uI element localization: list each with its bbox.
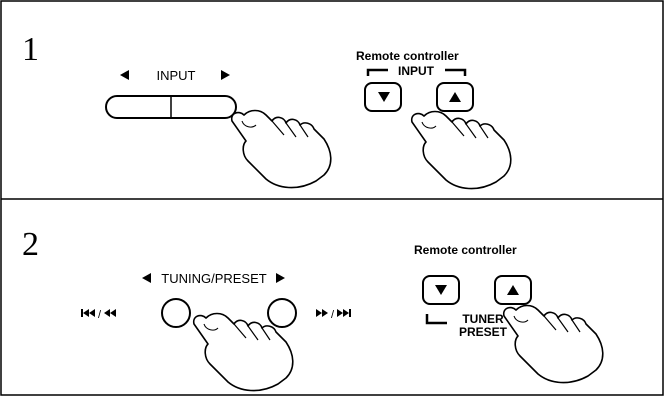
input-panel-label: INPUT	[157, 68, 196, 83]
hand-pointer-icon	[410, 110, 512, 190]
tuning-down-button[interactable]	[161, 298, 191, 328]
step-1: 1 INPUT Remote controller INPUT	[22, 31, 512, 190]
up-triangle-icon	[449, 92, 461, 102]
right-arrow-icon	[276, 273, 285, 283]
remote-1-bracket-left	[366, 68, 388, 76]
remote-1-label: INPUT	[398, 64, 435, 78]
tuning-panel-label: TUNING/PRESET	[161, 271, 267, 286]
remote-2-title: Remote controller	[414, 243, 517, 257]
remote-1-title: Remote controller	[356, 49, 459, 63]
step-1-number: 1	[22, 31, 39, 68]
tuning-up-button[interactable]	[267, 298, 297, 328]
up-triangle-icon	[507, 285, 519, 295]
svg-text:/: /	[331, 309, 335, 321]
input-panel-control: INPUT	[105, 68, 237, 119]
right-arrow-icon	[221, 70, 230, 80]
remote-2-label-tuner: TUNER	[462, 312, 504, 326]
remote-2-label-preset: PRESET	[459, 325, 508, 339]
svg-text:/: /	[98, 309, 102, 321]
left-arrow-icon	[120, 70, 129, 80]
remote-2: Remote controller TUNER PRESET	[414, 243, 532, 339]
skip-back-icon: /	[81, 309, 116, 321]
step-2: 2 TUNING/PRESET / /	[22, 226, 604, 392]
tuning-panel-control: TUNING/PRESET / /	[81, 271, 351, 328]
hand-pointer-icon	[502, 304, 604, 384]
step-2-number: 2	[22, 226, 39, 263]
down-triangle-icon	[435, 285, 447, 295]
remote-1: Remote controller INPUT	[356, 49, 474, 112]
left-arrow-icon	[142, 273, 151, 283]
hand-pointer-icon	[230, 109, 332, 189]
remote-2-bracket	[425, 314, 447, 325]
down-triangle-icon	[378, 92, 390, 102]
skip-forward-icon: /	[316, 309, 351, 321]
remote-1-bracket-right	[445, 68, 467, 76]
